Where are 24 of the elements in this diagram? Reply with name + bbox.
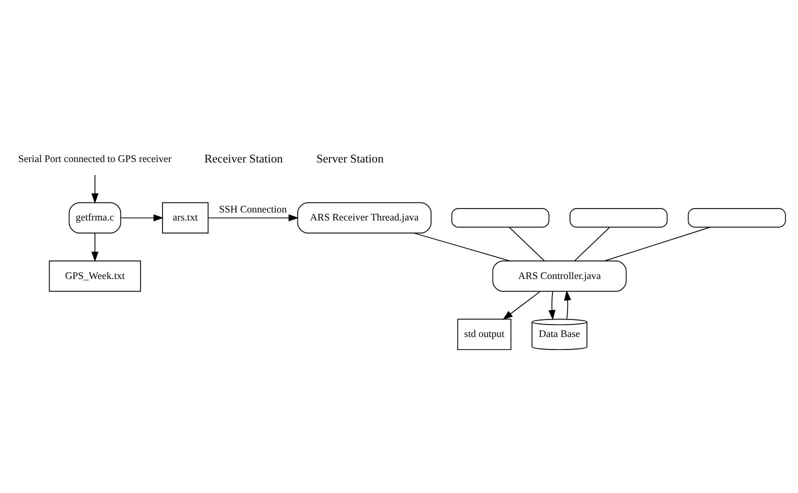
- node-box: [688, 208, 786, 228]
- edge-label: SSH Connection: [218, 204, 287, 215]
- node-box: [451, 208, 550, 228]
- node-box: getfrma.c: [68, 202, 122, 233]
- node-box: ARS Receiver Thread.java: [297, 202, 432, 233]
- node-text: Serial Port connected to GPS receiver: [18, 154, 172, 165]
- node-box: ars.txt: [162, 202, 209, 233]
- label: Receiver Station: [204, 151, 283, 166]
- arrow: [120, 214, 164, 221]
- node-box: std output: [457, 318, 512, 350]
- connector: [604, 226, 711, 261]
- arrow: [208, 214, 299, 221]
- arrow: [502, 290, 541, 320]
- arrow: [91, 174, 98, 204]
- arrow: [548, 290, 556, 320]
- node-box: ARS Controller.java: [492, 260, 627, 292]
- arrow: [91, 232, 98, 262]
- label: Server Station: [316, 151, 384, 166]
- connector: [414, 232, 510, 261]
- node-box: [570, 208, 668, 228]
- node-box: GPS_Week.txt: [48, 260, 141, 292]
- connector: [508, 226, 545, 261]
- arrow: [564, 290, 572, 319]
- connector: [574, 226, 610, 261]
